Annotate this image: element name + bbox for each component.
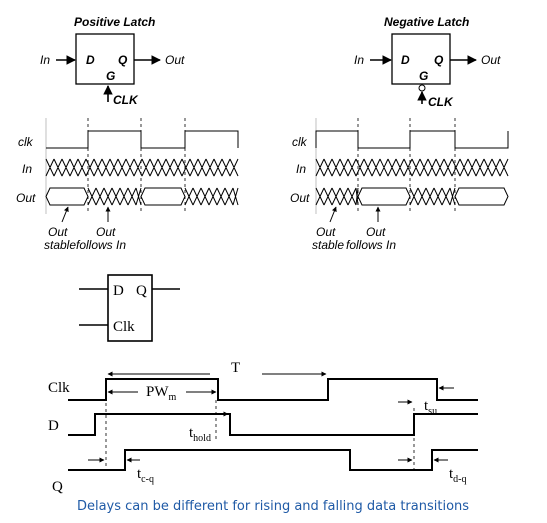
positive-note-stable-line2: stable xyxy=(44,238,76,252)
bus-transition-segment xyxy=(87,187,142,206)
positive-clk-label: clk xyxy=(18,135,34,149)
bus-transition-segment xyxy=(45,158,239,177)
pw-label: PWm xyxy=(146,384,177,403)
positive-latch-input-label: In xyxy=(40,53,50,67)
bus-stable-segment xyxy=(140,187,186,206)
positive-latch-output-label: Out xyxy=(165,53,185,67)
t-su-main: t xyxy=(424,398,429,414)
negative-latch-block xyxy=(391,33,451,85)
negative-latch-d-pin: D xyxy=(401,53,410,67)
negative-note-stable-line1: Out xyxy=(316,225,336,239)
t-su-sub: su xyxy=(428,406,437,417)
negative-out-waveform xyxy=(315,187,509,206)
d-signal-waveform xyxy=(68,413,478,436)
t-dq-main: t xyxy=(449,466,454,482)
negative-latch-title: Negative Latch xyxy=(384,15,469,29)
latch-symbol-box xyxy=(107,274,153,342)
positive-clk-waveform xyxy=(46,130,239,149)
bus-stable-segment xyxy=(45,187,89,206)
negative-note-follows-line1: Out xyxy=(366,225,386,239)
positive-stable-pointer xyxy=(61,206,69,223)
t-cq-sub: c-q xyxy=(141,474,154,485)
positive-latch-clk-label: CLK xyxy=(113,93,139,107)
positive-in-label: In xyxy=(22,162,32,176)
negative-latch-output-label: Out xyxy=(481,53,501,67)
t-hold-sub: hold xyxy=(193,433,211,444)
t-dq-label: td-q xyxy=(449,466,467,485)
bus-stable-segment xyxy=(454,187,509,206)
positive-note-stable-line1: Out xyxy=(48,225,68,239)
pw-sub: m xyxy=(169,392,177,403)
bus-transition-segment xyxy=(315,158,509,177)
positive-latch-d-pin: D xyxy=(86,53,95,67)
pw-main: PW xyxy=(146,384,169,400)
positive-in-waveform xyxy=(45,158,239,177)
positive-latch-block xyxy=(75,33,135,85)
bus-transition-segment xyxy=(184,187,239,206)
latch-symbol-q: Q xyxy=(136,283,147,299)
negative-latch-inversion-bubble xyxy=(418,84,426,92)
timing-diagram: T Clk PWm D Q thold tsu tc-q td-q xyxy=(48,360,478,495)
positive-out-waveform xyxy=(45,187,239,206)
t-hold-label: thold xyxy=(189,425,211,444)
negative-latch-clk-label: CLK xyxy=(428,95,454,109)
negative-latch-q-pin: Q xyxy=(434,53,444,67)
bus-stable-segment xyxy=(357,187,411,206)
positive-latch-q-pin: Q xyxy=(118,53,128,67)
clk-signal-label: Clk xyxy=(48,380,70,396)
t-su-label: tsu xyxy=(424,398,437,417)
positive-latch-title: Positive Latch xyxy=(74,15,155,29)
positive-note-follows-line1: Out xyxy=(96,225,116,239)
negative-in-label: In xyxy=(296,162,306,176)
bus-transition-segment xyxy=(315,187,359,206)
t-cq-main: t xyxy=(137,466,142,482)
period-label: T xyxy=(231,360,240,376)
negative-latch-panel: Negative Latch In D Q G Out CLK clk In O… xyxy=(290,15,509,252)
q-signal-label: Q xyxy=(52,479,63,495)
negative-clk-waveform xyxy=(315,130,509,149)
negative-latch-input-label: In xyxy=(354,53,364,67)
latch-symbol: D Q Clk xyxy=(79,274,180,342)
t-cq-label: tc-q xyxy=(137,466,154,485)
latch-symbol-clk: Clk xyxy=(113,319,135,335)
t-dq-sub: d-q xyxy=(453,474,466,485)
t-hold-main: t xyxy=(189,425,194,441)
latch-symbol-d: D xyxy=(113,283,124,299)
positive-out-label: Out xyxy=(16,191,36,205)
negative-in-waveform xyxy=(315,158,509,177)
bus-transition-segment xyxy=(409,187,456,206)
d-signal-label: D xyxy=(48,418,59,434)
figure-caption: Delays can be different for rising and f… xyxy=(77,499,469,514)
negative-out-label: Out xyxy=(290,191,310,205)
positive-note-follows-line2: follows In xyxy=(76,238,126,252)
negative-note-follows-line2: follows In xyxy=(346,238,396,252)
clk-signal-waveform xyxy=(68,378,478,401)
q-signal-waveform xyxy=(68,449,478,471)
positive-latch-panel: Positive Latch In D Q G Out CLK clk In O… xyxy=(16,15,239,252)
negative-note-stable-line2: stable xyxy=(312,238,344,252)
negative-stable-pointer xyxy=(329,206,337,223)
negative-latch-g-pin: G xyxy=(419,69,428,83)
negative-clk-label: clk xyxy=(292,135,308,149)
positive-latch-g-pin: G xyxy=(106,69,115,83)
